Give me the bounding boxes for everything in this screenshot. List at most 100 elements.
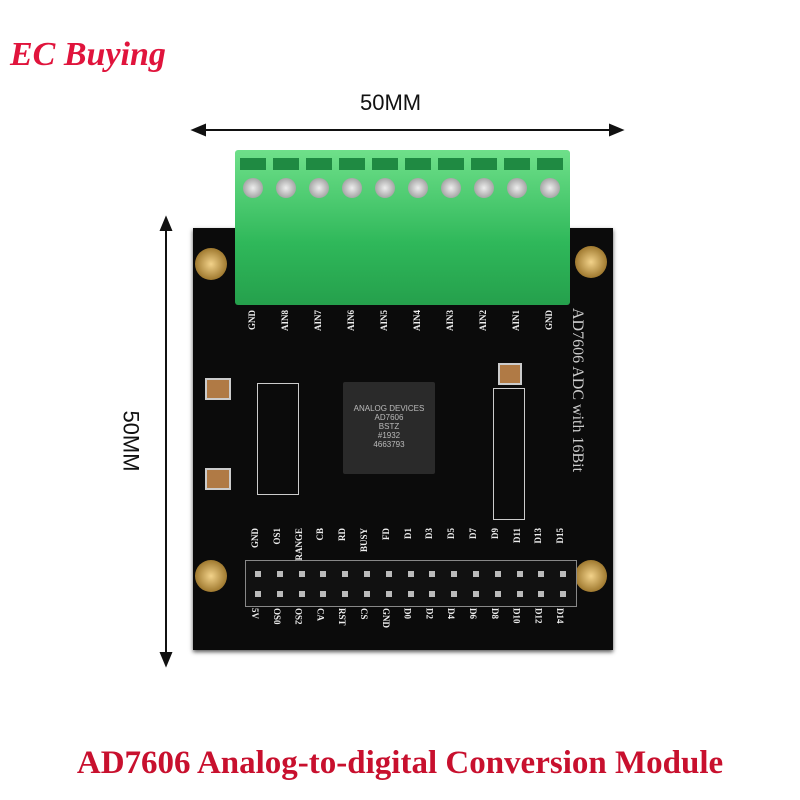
terminal-label: GND [544,310,554,330]
terminal-slot [240,158,266,170]
terminal-slot [405,158,431,170]
header-top-label: RD [337,528,348,541]
terminal-screw[interactable] [243,178,263,198]
header-pin[interactable] [451,591,458,597]
standoff-screw [195,248,227,280]
terminal-screw[interactable] [507,178,527,198]
pin-header [245,560,577,607]
chip-part: AD7606 [374,413,404,422]
header-pin[interactable] [255,571,261,577]
chip-brand: ANALOG DEVICES [353,404,425,413]
header-bottom-label: CS [359,608,369,620]
header-pin[interactable] [538,571,545,577]
header-bottom-label: D14 [555,608,566,624]
terminal-screw[interactable] [375,178,395,198]
header-bottom-label: 5V [250,608,260,619]
terminal-slot [438,158,464,170]
header-pin[interactable] [385,591,392,597]
header-pin[interactable] [473,591,479,597]
terminal-screw[interactable] [474,178,494,198]
header-top-label: D3 [424,528,435,539]
header-bottom-label: D2 [424,608,435,619]
header-bottom-label: D0 [402,608,413,619]
header-pin[interactable] [451,571,458,577]
terminal-screw[interactable] [408,178,428,198]
header-pin[interactable] [407,571,414,577]
header-bottom-label: D8 [489,608,500,619]
capacitor [205,468,231,490]
chip-suffix: BSTZ [378,422,400,431]
ad7606-chip: ANALOG DEVICES AD7606 BSTZ #1932 4663793 [343,382,435,474]
screw-terminal-block [235,150,570,305]
brand-logo: EC Buying [10,36,166,73]
header-bottom-label: CA [315,608,326,621]
header-top-label: OS1 [271,528,282,545]
capacitor [498,363,522,385]
terminal-screw[interactable] [540,178,560,198]
standoff-screw [575,246,607,278]
header-bottom-label: OS0 [271,608,282,625]
header-pin[interactable] [298,591,305,597]
header-pin[interactable] [320,571,327,577]
header-pin[interactable] [516,591,523,597]
header-bottom-label: D12 [533,608,544,624]
terminal-screw[interactable] [276,178,296,198]
header-pin[interactable] [538,591,545,597]
standoff-screw [575,560,607,592]
header-pin[interactable] [516,571,523,577]
header-pin[interactable] [560,591,567,597]
terminal-screw[interactable] [441,178,461,198]
header-bottom-label: D4 [446,608,457,619]
terminal-slot [504,158,530,170]
header-top-label: D5 [446,528,457,539]
terminal-slot [537,158,563,170]
header-pin[interactable] [276,571,283,577]
header-pin[interactable] [429,591,436,597]
terminal-label: AIN7 [313,310,323,332]
terminal-label: AIN1 [511,310,521,332]
terminal-screw[interactable] [342,178,362,198]
header-pin[interactable] [364,571,370,577]
header-pin[interactable] [320,591,327,597]
header-pin[interactable] [494,571,501,577]
terminal-slot [372,158,398,170]
header-top-label: D11 [511,528,522,544]
chip-code: 4663793 [373,440,405,449]
passive-components [493,388,525,520]
terminal-slot [471,158,497,170]
header-pin[interactable] [298,571,305,577]
header-top-label: RANGE [293,528,304,561]
header-pin[interactable] [385,571,392,577]
header-top-label: CB [315,528,326,541]
header-pin[interactable] [429,571,436,577]
width-dimension-label: 50MM [360,90,422,115]
product-title: AD7606 Analog-to-digital Conversion Modu… [76,745,724,781]
header-pin[interactable] [473,571,479,577]
terminal-screw[interactable] [309,178,329,198]
header-top-label: GND [250,528,260,548]
header-pin[interactable] [342,591,349,597]
header-bottom-label: GND [380,608,391,628]
header-pin[interactable] [560,571,567,577]
header-pin[interactable] [407,591,414,597]
header-pin[interactable] [494,591,501,597]
terminal-label: AIN5 [379,310,389,332]
header-top-label: FD [380,528,391,540]
header-pin[interactable] [276,591,283,597]
passive-components [257,383,299,495]
header-pin[interactable] [364,591,370,597]
terminal-slot [273,158,299,170]
header-bottom-label: D10 [511,608,522,624]
header-pin[interactable] [255,591,261,597]
header-bottom-label: RST [337,608,348,626]
terminal-label: AIN6 [346,310,356,332]
header-top-label: BUSY [359,528,369,553]
capacitor [205,378,231,400]
header-top-label: D13 [533,528,544,544]
standoff-screw [195,560,227,592]
header-pin[interactable] [342,571,349,577]
header-top-label: D9 [489,528,500,539]
header-bottom-label: D6 [468,608,478,619]
header-bottom-label: OS2 [293,608,304,625]
